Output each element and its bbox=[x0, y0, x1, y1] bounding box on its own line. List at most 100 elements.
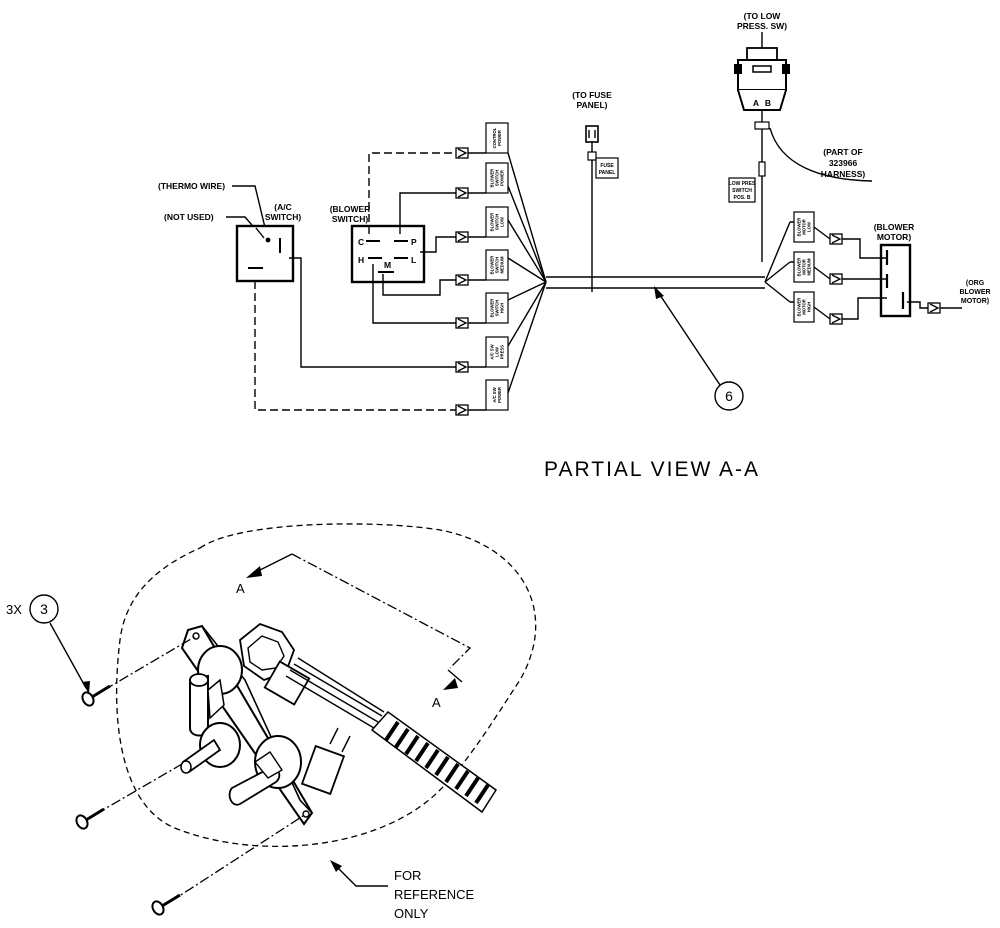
wire-tag-text: BLOWERMOTORLOW bbox=[797, 218, 812, 237]
for-reference-line-1: FOR bbox=[394, 868, 421, 883]
for-reference-line-2: REFERENCE bbox=[394, 887, 475, 902]
org-blower-label-2: BLOWER bbox=[959, 289, 990, 296]
main-harness-trunk bbox=[507, 152, 791, 394]
rear-rotary-switch bbox=[239, 622, 311, 706]
wire-tag-text: A/C SWLOWPRESS bbox=[490, 344, 505, 359]
svg-text:POS. B: POS. B bbox=[734, 195, 751, 201]
to-low-press-label-1: (TO LOW bbox=[744, 11, 782, 21]
term-l: L bbox=[411, 255, 416, 265]
svg-text:FUSE: FUSE bbox=[600, 163, 614, 169]
wire-bundle bbox=[285, 657, 498, 814]
qty-3x: 3X bbox=[6, 602, 22, 617]
term-m: M bbox=[384, 260, 391, 270]
wire-tag-1: BLOWERMOTORLOW bbox=[793, 211, 815, 243]
ac-sw-low-press-connector bbox=[455, 361, 469, 373]
blower-motor: (BLOWER MOTOR) (ORG BLOWER MOTOR) bbox=[842, 222, 991, 320]
item-6-callout: 6 bbox=[654, 286, 744, 411]
partial-view-title: PARTIAL VIEW A-A bbox=[544, 458, 760, 481]
term-h: H bbox=[358, 255, 364, 265]
wire-tag-text: CONTROLPOWER bbox=[492, 127, 502, 148]
switch-panel-assembly: A A bbox=[6, 523, 537, 921]
blower-motor-low-connector bbox=[829, 233, 843, 245]
ac-switch-label-2: SWITCH) bbox=[265, 212, 302, 222]
blower-motor-label-2: MOTOR) bbox=[877, 232, 911, 242]
not-used-label: (NOT USED) bbox=[164, 212, 214, 222]
part-of-label-3: HARNESS) bbox=[821, 169, 866, 179]
wire-tag-2: BLOWERMOTORMEDIUM bbox=[793, 251, 815, 283]
wire-tag-text: BLOWERMOTORHIGH bbox=[797, 298, 812, 317]
screw-1 bbox=[81, 684, 111, 707]
ac-switch-body bbox=[235, 224, 295, 283]
blower-switch-body bbox=[350, 224, 426, 284]
svg-text:PANEL: PANEL bbox=[599, 170, 616, 176]
part-of-label-1: (PART OF bbox=[823, 147, 863, 157]
tag-to-connector-wire bbox=[813, 306, 831, 320]
blower-motor-medium-connector bbox=[829, 273, 843, 285]
right-wire-tags: BLOWERMOTORLOW BLOWERMOTORMEDIUM BLOWERMOT… bbox=[793, 211, 831, 323]
wire-tag-5: BLOWERSWITCHHIGH bbox=[485, 292, 509, 324]
org-blower-label-1: (ORG bbox=[966, 280, 985, 287]
wire-tag-6: A/C SWLOWPRESS bbox=[485, 336, 509, 368]
term-p: P bbox=[411, 237, 417, 247]
wire-tag-1: CONTROLPOWER bbox=[485, 122, 509, 154]
fuse-panel-lead: (TO FUSE PANEL) FUSE PANEL bbox=[572, 90, 619, 292]
for-reference-callout: FOR REFERENCE ONLY bbox=[330, 860, 475, 921]
item-3-callout: 3X 3 bbox=[6, 594, 90, 694]
part-of-label-2: 323966 bbox=[829, 158, 858, 168]
rear-switch-terminals bbox=[300, 727, 351, 796]
blower-motor-body bbox=[879, 243, 912, 318]
blower-switch-low-connector bbox=[455, 231, 469, 243]
wire-tag-3: BLOWERSWITCHLOW bbox=[485, 206, 509, 238]
ac-switch-label-1: (A/C bbox=[274, 202, 291, 212]
left-wire-tags: CONTROLPOWER BLOWERSWITCHPOWER BLOWERSWITC… bbox=[485, 122, 509, 411]
wire-tag-2: BLOWERSWITCHPOWER bbox=[485, 162, 509, 194]
reference-boundary bbox=[116, 523, 537, 847]
ac-sw-power-connector bbox=[455, 404, 469, 416]
wire-tag-3: BLOWERMOTORHIGH bbox=[793, 291, 815, 323]
tag-to-connector-wire bbox=[813, 226, 831, 240]
low-pressure-switch-connector: (TO LOW PRESS. SW) A B (PART OF 323966 H… bbox=[728, 11, 873, 262]
svg-text:SWITCH: SWITCH bbox=[732, 188, 752, 194]
thermo-wire-label: (THERMO WIRE) bbox=[158, 181, 225, 191]
section-a-bottom: A bbox=[432, 695, 441, 710]
low-press-switch-tag: LOW PRES SWITCH POS. B bbox=[728, 177, 756, 203]
section-line-a-a: A A bbox=[236, 553, 472, 710]
term-c: C bbox=[358, 237, 364, 247]
blower-motor-high-connector bbox=[829, 313, 843, 325]
blower-switch-label-1: (BLOWER bbox=[330, 204, 371, 214]
to-fuse-label-2: PANEL) bbox=[576, 100, 607, 110]
tag-to-connector-wire bbox=[813, 266, 831, 280]
to-low-press-label-2: PRESS. SW) bbox=[737, 21, 787, 31]
screws bbox=[75, 635, 307, 916]
blower-switch: (BLOWER SWITCH) C H P L M bbox=[330, 152, 456, 324]
wire-tag-text: A/C SWPOWER bbox=[492, 387, 502, 403]
item-6-number: 6 bbox=[725, 388, 733, 404]
screw-3 bbox=[151, 893, 181, 916]
left-connector-column bbox=[455, 147, 486, 416]
wire-tag-text: BLOWERMOTORMEDIUM bbox=[797, 258, 812, 277]
org-blower-motor-connector bbox=[927, 302, 941, 314]
wire-tag-7: A/C SWPOWER bbox=[485, 379, 509, 411]
org-blower-label-3: MOTOR) bbox=[961, 298, 989, 305]
for-reference-line-3: ONLY bbox=[394, 906, 429, 921]
svg-text:LOW PRES: LOW PRES bbox=[729, 181, 756, 187]
blower-switch-medium-connector bbox=[455, 274, 469, 286]
wire-tag-text: BLOWERSWITCHPOWER bbox=[490, 169, 505, 188]
pin-b-label: B bbox=[765, 98, 771, 108]
blower-switch-label-2: SWITCH) bbox=[332, 214, 369, 224]
temperature-knob bbox=[180, 722, 241, 774]
to-fuse-label-1: (TO FUSE bbox=[572, 90, 612, 100]
wire-tag-4: BLOWERSWITCHMEDIUM bbox=[485, 249, 509, 281]
blower-switch-high-connector bbox=[455, 317, 469, 329]
ac-knob bbox=[228, 735, 302, 806]
control-power-connector bbox=[455, 147, 469, 159]
ac-switch: (A/C SWITCH) (THERMO WIRE) (NOT USED) bbox=[158, 181, 456, 411]
blower-motor-label-1: (BLOWER bbox=[874, 222, 915, 232]
section-a-top: A bbox=[236, 581, 245, 596]
item-3-number: 3 bbox=[40, 601, 48, 617]
fuse-panel-tag: FUSE PANEL bbox=[595, 157, 619, 179]
blower-switch-power-connector bbox=[455, 187, 469, 199]
pin-a-label: A bbox=[753, 98, 759, 108]
wire-tag-text: BLOWERSWITCHMEDIUM bbox=[490, 256, 505, 275]
